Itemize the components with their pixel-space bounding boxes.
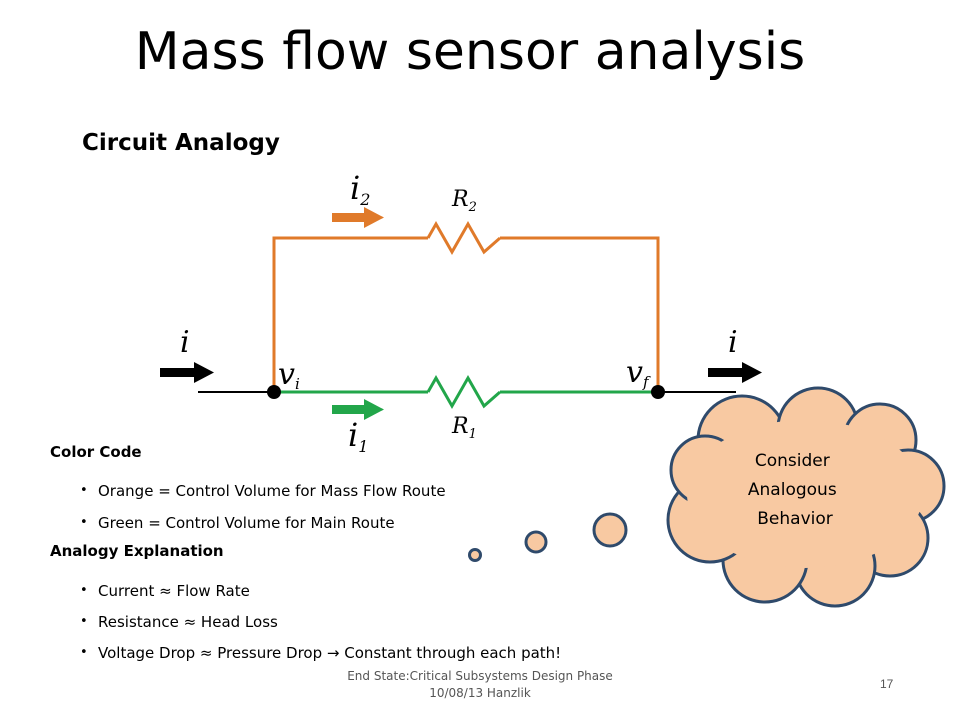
footer-line: End State:Critical Subsystems Design Pha… bbox=[347, 669, 613, 683]
arrow-i1-icon bbox=[332, 399, 384, 420]
thought-cloud-fill bbox=[687, 420, 923, 568]
arrow-i-right-icon bbox=[708, 362, 762, 383]
label-vf: vf bbox=[626, 355, 651, 391]
thought-dot-large bbox=[592, 512, 628, 548]
node-vi bbox=[267, 385, 281, 399]
label-i-left: i bbox=[180, 325, 190, 360]
label-R2: R2 bbox=[451, 187, 477, 215]
arrow-i2-icon bbox=[332, 207, 384, 228]
footer-line: 10/08/13 Hanzlik bbox=[429, 686, 531, 700]
label-i-right: i bbox=[728, 325, 738, 360]
page-number: 17 bbox=[880, 677, 894, 691]
node-vf bbox=[651, 385, 665, 399]
orange-branch-wire bbox=[272, 236, 428, 392]
slide-title: Mass flow sensor analysis bbox=[134, 22, 806, 82]
label-R1: R1 bbox=[451, 414, 477, 442]
section-subtitle: Circuit Analogy bbox=[82, 130, 280, 156]
r1-resistor-zigzag bbox=[426, 374, 501, 410]
analogy-heading: Analogy Explanation bbox=[50, 542, 224, 560]
list-item: Green = Control Volume for Main Route bbox=[80, 514, 446, 546]
thought-dot-medium bbox=[524, 530, 548, 554]
analogy-list: Current ≈ Flow Rate Resistance ≈ Head Lo… bbox=[80, 582, 561, 675]
list-item: Voltage Drop ≈ Pressure Drop → Constant … bbox=[80, 644, 561, 675]
color-code-list: Orange = Control Volume for Mass Flow Ro… bbox=[80, 482, 446, 546]
list-item: Resistance ≈ Head Loss bbox=[80, 613, 561, 644]
thought-dot-small bbox=[468, 548, 482, 562]
r2-resistor-zigzag bbox=[426, 220, 501, 256]
thought-bubble bbox=[468, 386, 946, 608]
list-item: Orange = Control Volume for Mass Flow Ro… bbox=[80, 482, 446, 514]
footer: End State:Critical Subsystems Design Pha… bbox=[330, 668, 630, 702]
label-vi: vi bbox=[278, 357, 300, 393]
color-code-heading: Color Code bbox=[50, 443, 142, 461]
thought-text: Consider Analogous Behavior bbox=[748, 451, 842, 529]
label-i2: i2 bbox=[350, 169, 370, 209]
list-item: Current ≈ Flow Rate bbox=[80, 582, 561, 613]
label-i1: i1 bbox=[348, 416, 368, 456]
arrow-i-left-icon bbox=[160, 362, 214, 383]
orange-branch-wire-right bbox=[500, 236, 660, 392]
